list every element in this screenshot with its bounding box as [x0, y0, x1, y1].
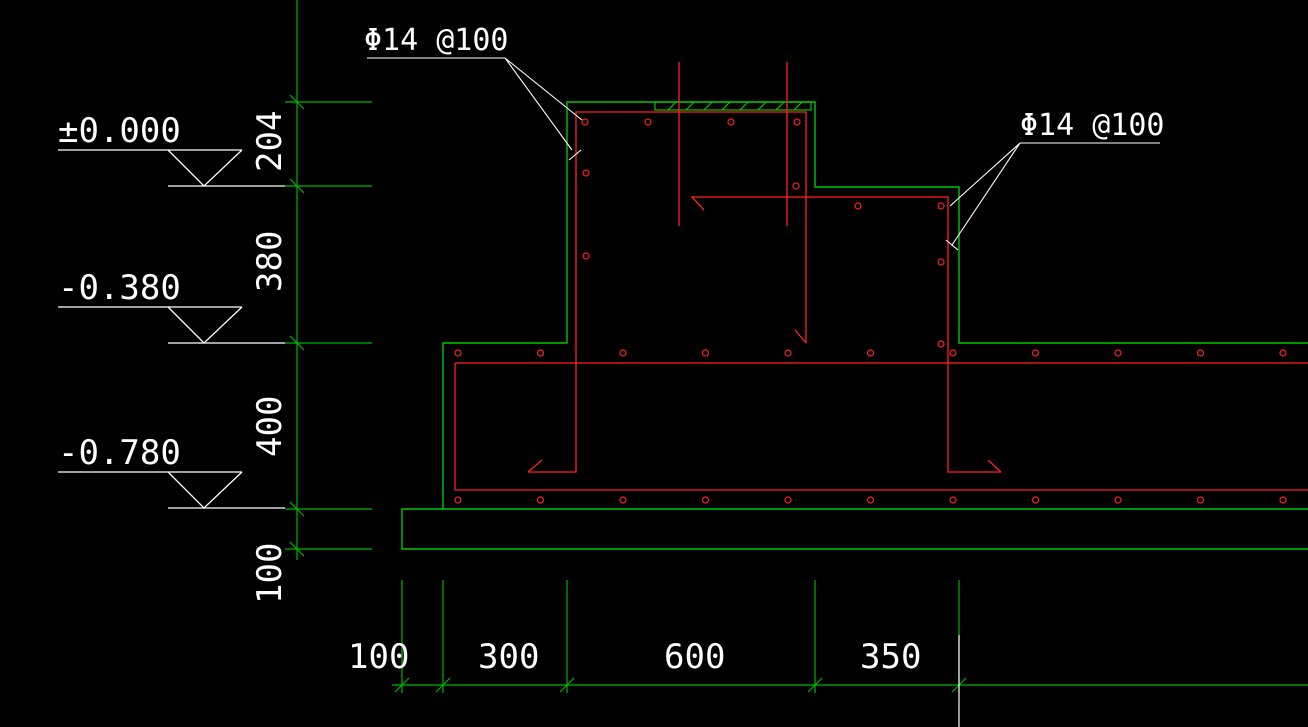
level-label-0: ±0.000 [58, 111, 181, 151]
rebar-dot [1279, 496, 1287, 504]
rebar-dot [792, 182, 800, 190]
rebar-dot [1196, 496, 1205, 504]
level-mark-2 [58, 471, 285, 509]
vertical-dim-204: 204 [250, 111, 290, 172]
rebar-dot [1114, 349, 1122, 357]
rebar-dot [454, 349, 462, 357]
rebar-dot [1279, 349, 1287, 357]
waterproof-layer-hatch [654, 101, 812, 111]
vertical-dim-400: 400 [250, 396, 290, 457]
vertical-dim-100: 100 [250, 543, 290, 604]
horizontal-dim-350: 350 [860, 637, 921, 677]
rebar-dots [454, 118, 1287, 504]
rebar-dot [949, 349, 957, 357]
vertical-dimension-line [285, 0, 372, 560]
rebar-dot [854, 202, 862, 210]
rebar-dot [1031, 496, 1040, 504]
level-mark-1 [58, 306, 285, 344]
rebar-dot [1031, 349, 1040, 357]
rebar-dot [793, 118, 801, 126]
rebar-dot [582, 252, 590, 260]
concrete-outline [401, 101, 1308, 550]
rebar-lines [454, 62, 1308, 491]
rebar-dot [619, 349, 627, 357]
rebar-callout-leader-1 [367, 57, 583, 161]
rebar-dot [454, 496, 462, 504]
horizontal-dimension-line [392, 580, 1308, 693]
rebar-dot [582, 169, 590, 177]
rebar-dot [1114, 496, 1122, 504]
horizontal-dim-300: 300 [478, 637, 539, 677]
rebar-dot [536, 349, 545, 357]
rebar-dot [784, 496, 792, 504]
rebar-dot [937, 202, 945, 210]
rebar-dot [581, 118, 589, 126]
rebar-dot [536, 496, 545, 504]
rebar-dot [727, 118, 735, 126]
rebar-callout-1: Φ14 @100 [364, 23, 509, 58]
vertical-dim-380: 380 [250, 231, 290, 292]
level-label-2: -0.780 [58, 433, 181, 473]
rebar-dot [1196, 349, 1205, 357]
rebar-dot [619, 496, 627, 504]
level-mark-0 [58, 149, 285, 187]
rebar-dot [644, 118, 652, 126]
horizontal-dim-100: 100 [348, 637, 409, 677]
rebar-dot [784, 349, 792, 357]
rebar-dot [937, 258, 945, 266]
level-label-1: -0.380 [58, 268, 181, 308]
rebar-callout-2: Φ14 @100 [1020, 108, 1165, 143]
rebar-dot [701, 349, 710, 357]
rebar-dot [866, 496, 875, 504]
rebar-dot [701, 496, 710, 504]
rebar-dot [937, 340, 945, 348]
rebar-dot [949, 496, 957, 504]
rebar-callout-leader-2 [945, 142, 1160, 251]
rebar-dot [866, 349, 875, 357]
horizontal-dim-600: 600 [664, 637, 725, 677]
